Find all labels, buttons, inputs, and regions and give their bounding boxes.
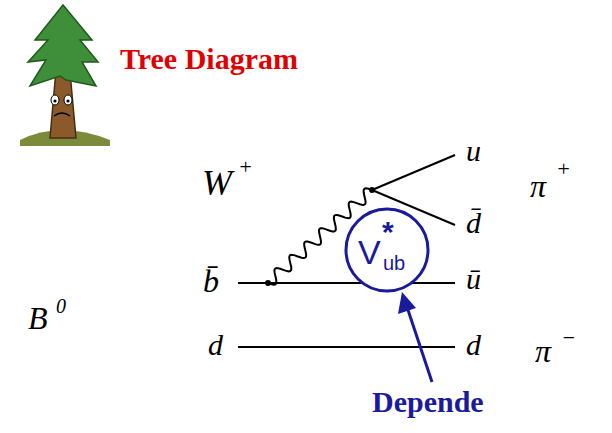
particle-label: π: [530, 170, 546, 202]
vub-text: *: [382, 217, 394, 247]
particle-label: d: [208, 330, 223, 360]
tree-cartoon: [20, 5, 110, 146]
vub-text: V: [358, 235, 381, 269]
vub-text: ub: [383, 253, 405, 273]
particle-label: 0: [56, 296, 66, 316]
particle-label: W: [202, 165, 232, 201]
particle-label: B: [28, 302, 48, 334]
note-text: Depende: [372, 387, 484, 417]
particle-label: b̄: [203, 265, 219, 297]
particle-label: π: [535, 335, 551, 367]
particle-label: u: [466, 136, 481, 166]
particle-label: +: [556, 158, 571, 180]
diagram-title: Tree Diagram: [120, 44, 298, 74]
pointer-arrow: [398, 292, 432, 382]
particle-label: +: [238, 156, 253, 178]
particle-label: ū: [466, 264, 481, 294]
particle-label: d̄: [466, 208, 481, 238]
particle-label: −: [561, 327, 576, 349]
quark-lines: [238, 155, 455, 347]
vub-circle: V* ub: [344, 207, 430, 293]
particle-label: d: [466, 330, 481, 360]
